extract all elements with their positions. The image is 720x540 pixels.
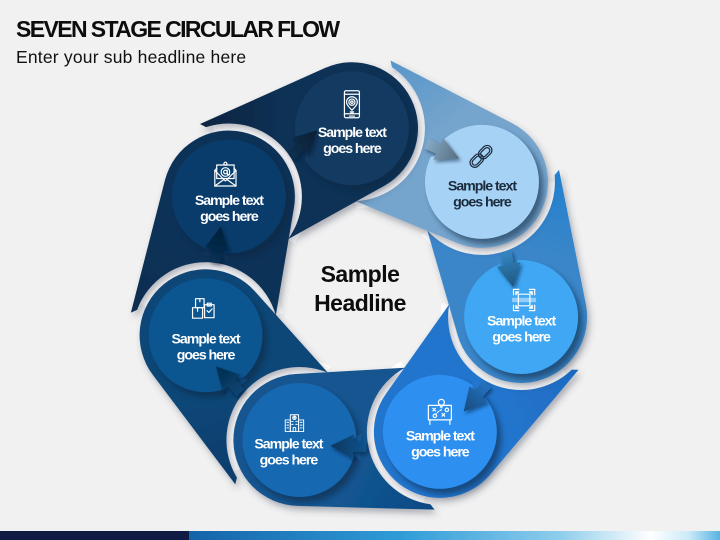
svg-text:Sample text: Sample text [318,125,387,141]
svg-text:goes here: goes here [260,452,319,468]
svg-text:goes here: goes here [177,348,236,364]
svg-text:goes here: goes here [411,444,470,460]
svg-text:Sample text: Sample text [406,428,475,444]
svg-text:Sample text: Sample text [195,193,264,209]
svg-text:Sample text: Sample text [172,332,241,348]
svg-text:Sample text: Sample text [448,178,517,194]
svg-text:Sample: Sample [321,261,400,287]
svg-text:goes here: goes here [323,141,382,157]
svg-text:Sample text: Sample text [487,314,556,330]
svg-text:Sample text: Sample text [254,436,323,452]
svg-text:goes here: goes here [200,209,259,225]
svg-text:Headline: Headline [314,290,406,316]
svg-text:goes here: goes here [453,194,512,210]
svg-text:goes here: goes here [492,330,551,346]
